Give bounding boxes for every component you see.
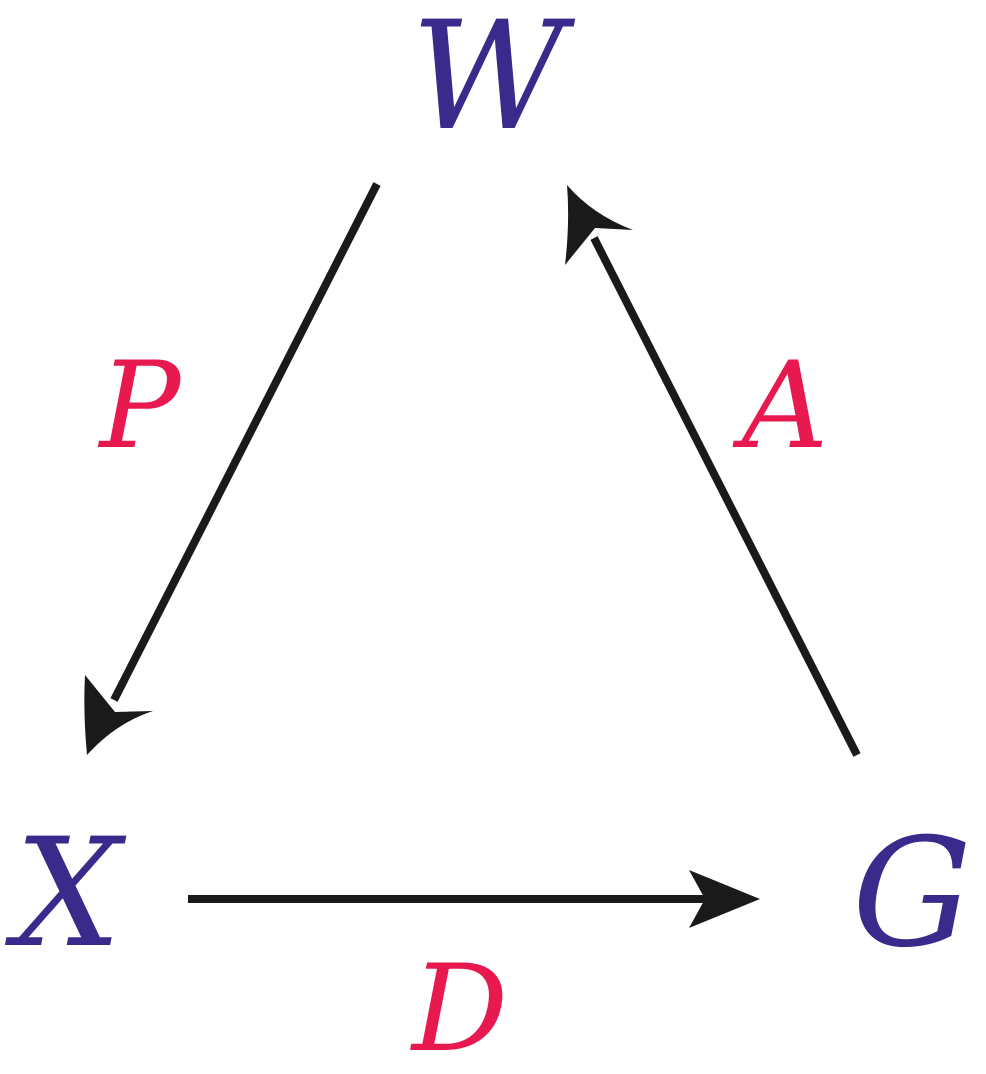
edge-g-to-w	[565, 185, 861, 757]
edge-w-to-x-arrowhead	[84, 675, 153, 755]
node-g-label: G	[852, 807, 972, 981]
edge-w-to-x-line	[110, 182, 381, 702]
node-x-label: X	[5, 807, 127, 981]
edge-x-to-g-arrowhead	[689, 870, 760, 928]
edge-g-to-w-line	[590, 236, 861, 757]
edge-w-to-x	[84, 182, 381, 755]
edge-p-label: P	[98, 337, 183, 476]
edge-g-to-w-arrowhead	[565, 185, 633, 265]
edge-d-label: D	[410, 940, 508, 1074]
node-w-label: W	[411, 0, 576, 164]
edge-x-to-g	[188, 870, 760, 928]
edge-a-label: A	[732, 337, 829, 476]
